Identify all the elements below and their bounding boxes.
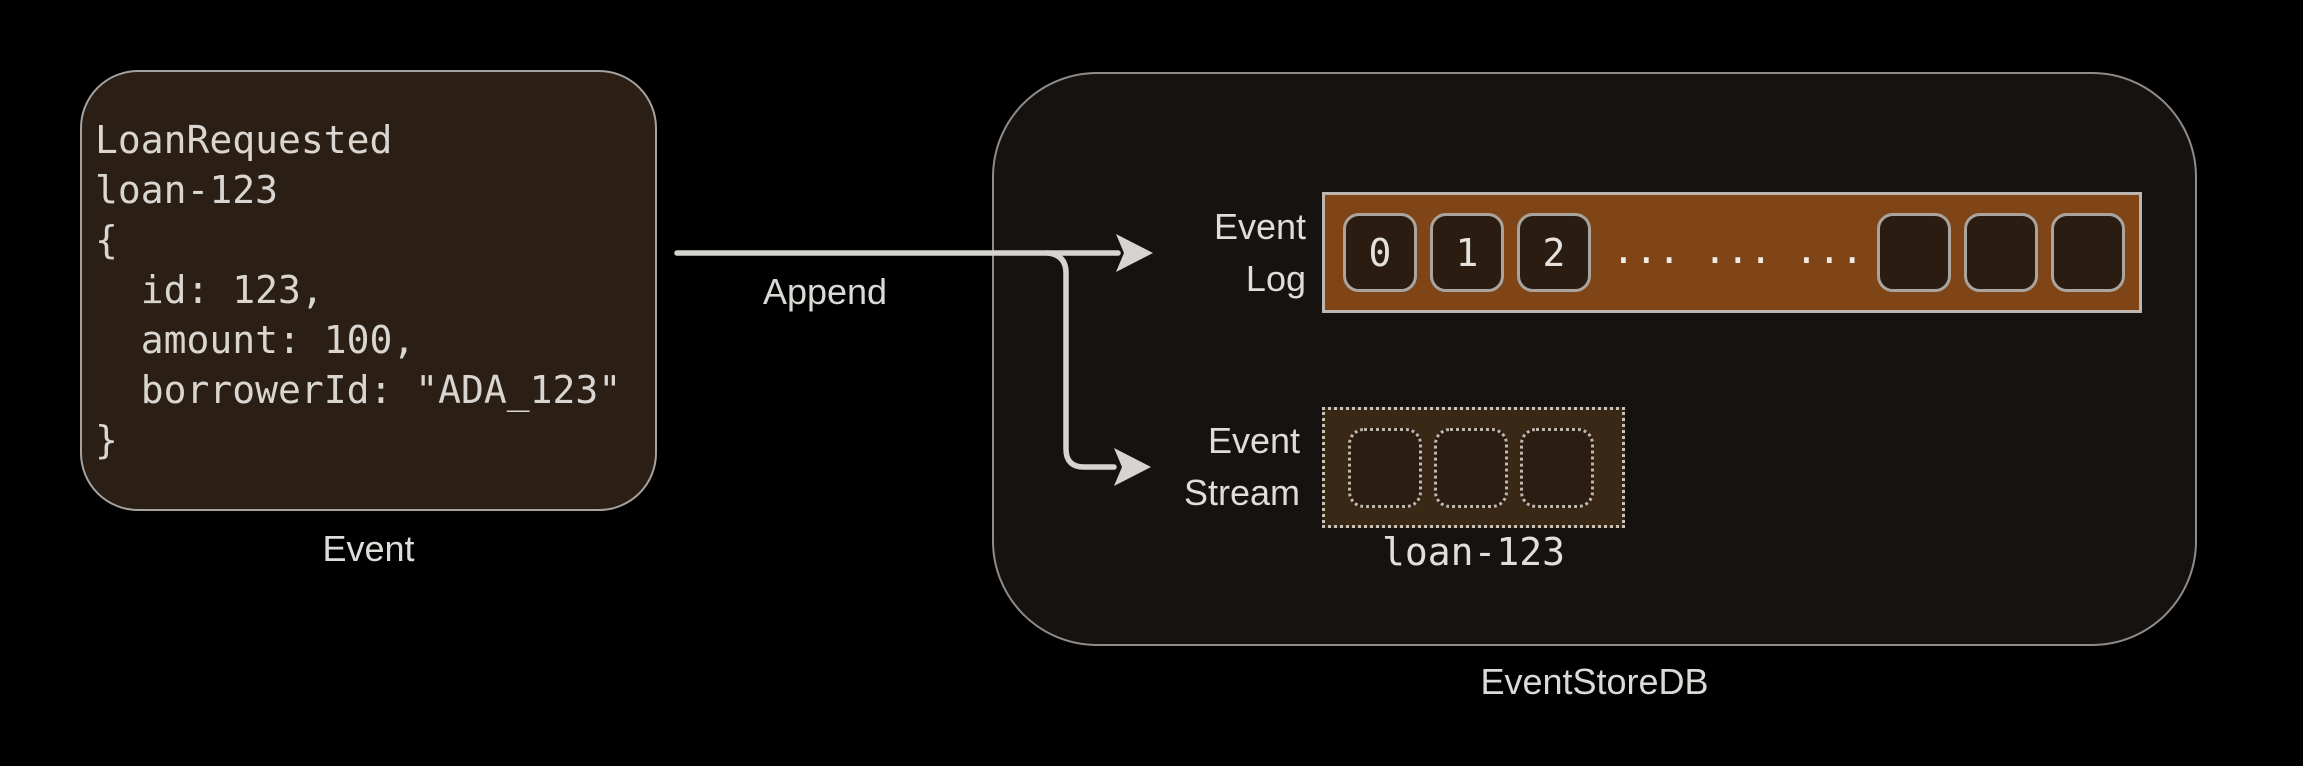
stream-empty-slot-2 [1434, 427, 1508, 508]
code-line-borrower: borrowerId: "ADA_123" [95, 368, 622, 412]
code-line-event-type: LoanRequested [95, 118, 393, 162]
event-log-bar: 0 1 2 ... ... ... [1322, 192, 2142, 313]
event-card: LoanRequested loan-123 { id: 123, amount… [80, 70, 657, 511]
log-cell-0: 0 [1343, 213, 1417, 292]
log-empty-cell-2 [1963, 213, 2038, 292]
log-cell-1: 1 [1430, 213, 1504, 292]
event-code-block: LoanRequested loan-123 { id: 123, amount… [82, 72, 655, 465]
event-stream-label: Event Stream [1060, 415, 1300, 519]
event-stream-label-line1: Event [1207, 420, 1300, 461]
event-stream-label-line2: Stream [1183, 472, 1300, 513]
code-line-brace-open: { [95, 218, 118, 262]
code-line-brace-close: } [95, 418, 118, 462]
stream-name-caption: loan-123 [1381, 530, 1566, 574]
stream-empty-slot-3 [1520, 427, 1594, 508]
eventstoredb-caption: EventStoreDB [1480, 661, 1709, 702]
code-line-stream-id: loan-123 [95, 168, 279, 212]
event-log-label-line2: Log [1245, 258, 1306, 299]
code-line-amount: amount: 100, [95, 318, 416, 362]
log-empty-cell-1 [1876, 213, 1951, 292]
log-cell-2: 2 [1517, 213, 1591, 292]
code-line-id: id: 123, [95, 268, 324, 312]
event-card-caption: Event [322, 528, 415, 569]
event-log-label: Event Log [1060, 201, 1306, 305]
append-label: Append [762, 271, 888, 312]
eventstoredb-container [992, 72, 2197, 646]
event-log-label-line1: Event [1213, 206, 1306, 247]
event-stream-box [1322, 407, 1625, 528]
stream-empty-slot-1 [1348, 427, 1422, 508]
log-ellipsis: ... ... ... [1612, 227, 1864, 272]
log-empty-cell-3 [2050, 213, 2125, 292]
